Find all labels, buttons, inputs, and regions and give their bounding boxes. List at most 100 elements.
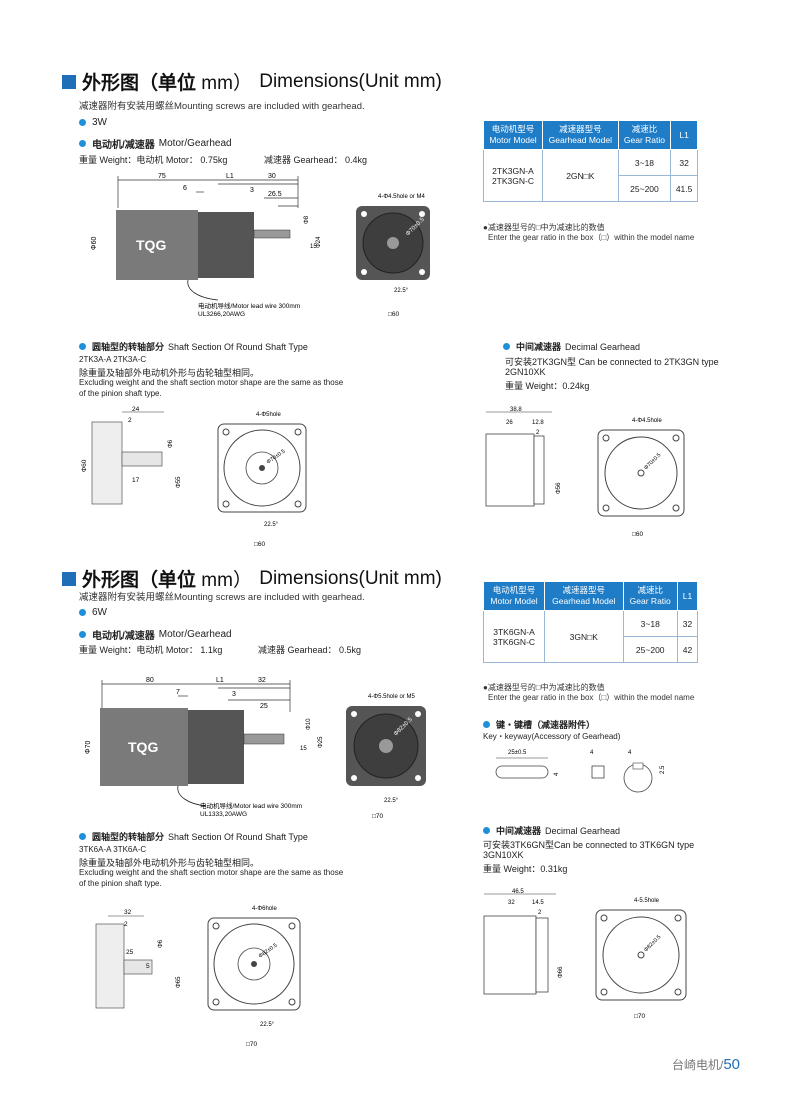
title-square-icon (62, 74, 76, 89)
dim-3: 3 (232, 691, 236, 698)
th-l1: L1 (676, 581, 699, 611)
section1-round-desc-cn: 除重量及轴部外电动机外形与齿轮轴型相同。 (79, 368, 260, 378)
section1-power: 3W (79, 117, 107, 128)
output-shaft (253, 229, 291, 239)
dim-4c: 4 (628, 750, 632, 756)
dim-l1: L1 (216, 677, 224, 684)
dim-2: 2 (536, 430, 540, 436)
dim-phi65: Φ65 (176, 976, 182, 988)
dim-phi66: Φ66 (558, 966, 564, 978)
bullet-dot-icon (483, 827, 490, 834)
section2-weight: 重量 Weight：电动机 Motor： 1.1kg (79, 645, 223, 655)
dim-4: 4 (554, 772, 560, 776)
td-ratio: 25~200 (617, 175, 672, 202)
page-footer: 台崎电机/50 (672, 1056, 740, 1073)
dim-phi10: Φ10 (306, 718, 312, 730)
dim-25: 25 (260, 703, 268, 710)
lead-wire (187, 279, 219, 301)
dim-phi24: Φ24 (316, 236, 322, 248)
section1-round-models: 2TK3A-A 2TK3A-C (79, 355, 147, 364)
holes-label: 4-Φ4.5hole or M4 (378, 194, 425, 200)
holes-label: 4-Φ5.5hole or M5 (368, 694, 415, 700)
section1-round-front-drawing: 4-Φ5hole Φ70±0.5 22.5° □60 (217, 412, 307, 548)
bullet-dot-icon (79, 343, 86, 350)
bullet-dot-icon (79, 140, 86, 147)
bullet-dot-icon (503, 343, 510, 350)
section1-table-note2: Enter the gear ratio in the box（□）within… (488, 233, 695, 242)
section2-decimal-weight: 重量 Weight：0.31kg (483, 864, 568, 874)
holes-label: 4-Φ4.5hole (632, 418, 662, 424)
motor-body (100, 708, 188, 786)
dim-phi25: Φ25 (318, 736, 324, 748)
key-shape (495, 765, 549, 779)
section1-motor-drawing: 75 6 L1 30 3 26.5 TQG Φ60 Φ8 15 Φ24 电动机导… (91, 173, 322, 318)
section2-round-front-drawing: 4-Φ6hole Φ82±0.5 22.5° □70 (207, 906, 301, 1048)
td-l1: 42 (676, 636, 699, 663)
dim-l1: L1 (226, 173, 234, 180)
square-label: □70 (246, 1041, 258, 1048)
section2-decimal-line2: 3GN10XK (483, 850, 524, 860)
section2-gear-weight: 减速器 Gearhead： 0.5kg (258, 645, 362, 655)
dim-phi60: Φ60 (81, 459, 88, 472)
dim-2: 2 (538, 910, 542, 916)
section1-decimal-line2: 2GN10XK (505, 367, 546, 377)
section1-decimal-line1: 可安装2TK3GN型 Can be connected to 2TK3GN ty… (505, 357, 719, 367)
section2-round-desc-cn: 除重量及轴部外电动机外形与齿轮轴型相同。 (79, 858, 260, 868)
section1-front-drawing: 4-Φ4.5hole or M4 Φ70±0.5 22.5° □60 (356, 194, 430, 318)
td-gear-model: 2GN□K (541, 149, 619, 202)
dim-4b: 4 (590, 750, 594, 756)
td-ratio: 3~18 (622, 610, 678, 637)
holes-label: 4-5.5hole (634, 898, 660, 904)
angle-label: 22.5° (260, 1022, 275, 1028)
angle-label: 22.5° (394, 288, 409, 294)
dim-15: 15 (310, 244, 317, 250)
dim-46-5: 46.5 (512, 889, 524, 895)
section1-decimal-side-drawing: 38.8 26 12.8 2 Φ56 (485, 407, 562, 507)
dim-38-8: 38.8 (510, 407, 522, 413)
td-l1: 32 (670, 149, 698, 176)
holes-label: 4-Φ5hole (256, 412, 281, 418)
section1-round-desc-en2: of the pinion shaft type. (79, 389, 162, 398)
square-label: □60 (388, 311, 400, 318)
gearhead-body (188, 710, 244, 784)
footer-brand: 台崎电机/ (672, 1058, 724, 1072)
dim-25: 25 (126, 949, 134, 956)
output-shaft (243, 733, 285, 745)
bullet-dot-icon (79, 609, 86, 616)
angle-label: 22.5° (384, 798, 399, 804)
section2-round-models: 3TK6A-A 3TK6A-C (79, 845, 147, 854)
td-l1: 41.5 (670, 175, 698, 202)
section1-title: 外形图（单位 mm） Dimensions(Unit mm) (62, 68, 442, 95)
dim-7: 7 (176, 689, 180, 696)
lead-wire-spec: UL3266,20AWG (198, 311, 245, 318)
shaft-circle (387, 237, 399, 249)
dim-phi56: Φ56 (556, 482, 562, 494)
section1-table-note1: ●减速器型号的□中为减速比的数值 (483, 223, 605, 232)
bullet-dot-icon (483, 721, 490, 728)
section1-decimal-weight: 重量 Weight：0.24kg (505, 381, 590, 391)
dim-2-5: 2.5 (660, 765, 666, 774)
section2-title: 外形图（单位 mm） Dimensions(Unit mm) (62, 565, 442, 592)
key-section (591, 765, 605, 779)
section1-round-shaft-drawing: 24 2 17 Φ60 Φ6 Φ55 (81, 406, 182, 505)
section2-note: 减速器附有安装用螺丝Mounting screws are included w… (79, 592, 365, 603)
dim-5: 5 (146, 963, 150, 970)
section2-decimal-side-drawing: 46.5 32 14.5 2 Φ66 (483, 889, 564, 995)
page-number: 50 (723, 1056, 741, 1073)
section1-decimal-front-drawing: 4-Φ4.5hole Φ70±0.5 □60 (597, 418, 685, 538)
dim-26: 26 (506, 420, 513, 426)
dim-phi6: Φ6 (168, 439, 174, 448)
dim-2: 2 (124, 921, 128, 928)
dim-15: 15 (300, 746, 307, 752)
lead-wire (177, 785, 207, 807)
td-gear-model: 3GN□K (544, 610, 624, 663)
